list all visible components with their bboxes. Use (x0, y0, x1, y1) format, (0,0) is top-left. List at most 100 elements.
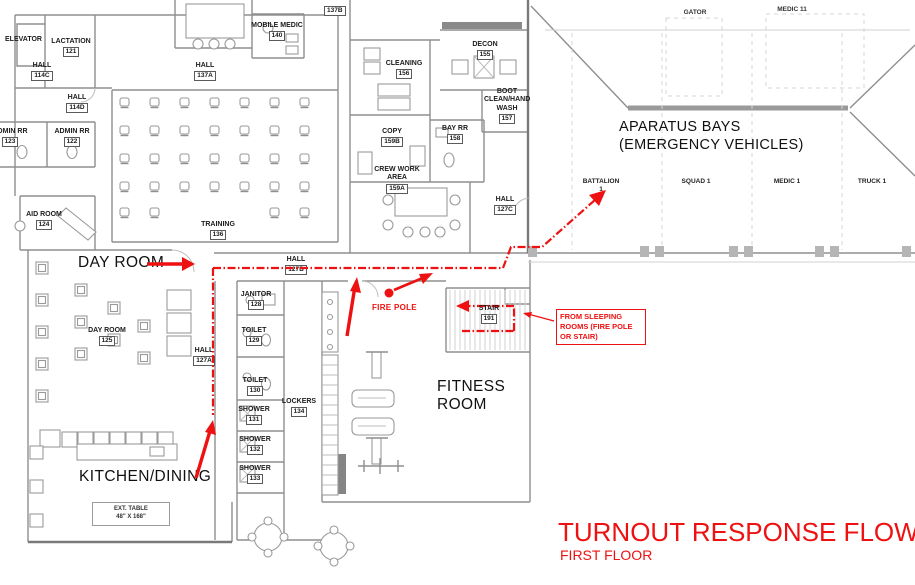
room-number: 114D (66, 103, 88, 114)
room-name: TOILET (241, 327, 267, 334)
room-label-janitor: JANITOR 128 (231, 291, 281, 311)
room-label-shower-133: SHOWER 133 (230, 465, 280, 485)
room-label-cleaning: CLEANING 156 (374, 60, 434, 80)
room-number: 125 (98, 336, 116, 347)
room-label-admin-rr-123: ADMIN RR 123 (0, 128, 38, 148)
room-number: 123 (1, 137, 19, 148)
room-name: LOCKERS (281, 398, 317, 405)
room-name: AID ROOM (26, 211, 62, 218)
room-name: ADMIN RR (0, 128, 28, 135)
room-label-hall-127a: HALL 127A (179, 347, 229, 367)
ext-table: EXT. TABLE 48" X 168" (92, 502, 170, 526)
ext-table-line1: EXT. TABLE (114, 506, 148, 513)
room-label-shower-132: SHOWER 132 (230, 436, 280, 456)
room-label-aid-room: AID ROOM 124 (19, 211, 69, 231)
bay-label-medic-1: MEDIC 1 (757, 178, 817, 186)
room-name: TRAINING (201, 221, 235, 228)
room-name: MOBILE MEDIC (251, 22, 303, 29)
bays-line1: APARATUS BAYS (619, 119, 741, 135)
day-room-arrowhead (182, 257, 195, 271)
stair-exit-arrowhead (456, 300, 469, 312)
room-label-hall-137a: HALL 137A (180, 62, 230, 82)
room-name: HALL (67, 94, 87, 101)
bay-unit: 1 (599, 186, 603, 194)
room-name: HALL (194, 347, 214, 354)
room-name: ELEVATOR (5, 36, 42, 43)
room-number: 137A (194, 71, 216, 82)
room-label-bay-rr: BAY RR 158 (430, 125, 480, 145)
room-number: 159A (386, 183, 408, 194)
room-label-toilet-129: TOILET 129 (229, 327, 279, 347)
note-leader-line (527, 313, 555, 322)
room-label-admin-rr-122: ADMIN RR 122 (44, 128, 100, 148)
room-number: 156 (395, 69, 413, 80)
bay-name: MEDIC 1 (773, 178, 801, 185)
room-label-lactation: LACTATION 121 (41, 38, 101, 58)
hall-tag-137b: 137B (324, 6, 346, 16)
room-number: 134 (290, 407, 308, 418)
room-name: SHOWER (238, 406, 270, 413)
room-name: COPY (382, 128, 402, 135)
room-number: 122 (63, 137, 81, 148)
room-number: 114C (31, 71, 53, 82)
page-title: TURNOUT RESPONSE FLOW (558, 517, 915, 547)
battalion-arrowhead (589, 190, 606, 206)
room-label-shower-131: SHOWER 131 (229, 406, 279, 426)
page-subtitle: FIRST FLOOR (560, 547, 653, 563)
sleeping-rooms-note: FROM SLEEPING ROOMS (FIRE POLE OR STAIR) (556, 309, 646, 346)
room-label-day-room-125: DAY ROOM 125 (82, 327, 132, 347)
bays-line2: (EMERGENCY VEHICLES) (619, 137, 804, 154)
room-label-elevator: ELEVATOR (0, 36, 61, 44)
room-label-hall-114c: HALL 114C (17, 62, 67, 82)
room-name: BAY RR (441, 125, 469, 132)
room-number: 140 (268, 31, 286, 42)
room-name: SHOWER (239, 436, 271, 443)
room-number: 191 (480, 314, 498, 325)
kitchen-arrow (194, 430, 212, 479)
room-name: JANITOR (240, 291, 272, 298)
room-name: ADMIN RR (54, 128, 90, 135)
fire-pole-arrowhead (419, 273, 433, 284)
room-label-lockers: LOCKERS 134 (274, 398, 324, 418)
room-label-boot-wash: BOOT CLEAN/HAND WASH 157 (484, 88, 530, 125)
day-room-label: DAY ROOM (78, 254, 165, 271)
vehicle-label-medic-11: MEDIC 11 (777, 6, 807, 13)
room-label-hall-114d: HALL 114D (52, 94, 102, 114)
flow-path (211, 198, 597, 415)
room-name: CLEANING (385, 60, 423, 67)
bay-label-squad-1: SQUAD 1 (666, 178, 726, 186)
room-number: 159B (381, 137, 403, 148)
fitness-room-label: FITNESS ROOM (437, 378, 505, 414)
room-name: SHOWER (239, 465, 271, 472)
note-leader-arrowhead (523, 312, 532, 318)
room-number: 136 (209, 230, 227, 241)
fire-pole-dot (384, 288, 394, 298)
hall-arrowhead (350, 277, 361, 293)
room-name: CREW WORK AREA (374, 166, 420, 182)
hall-arrow (345, 285, 357, 337)
bay-label-truck-1: TRUCK 1 (842, 178, 902, 186)
ext-table-line2: 48" X 168" (116, 514, 146, 520)
room-label-crew-work-area: CREW WORK AREA 159A (367, 166, 427, 194)
vehicle-label-gator: GATOR (683, 9, 707, 16)
room-number: 127C (494, 205, 516, 216)
room-number: 133 (246, 474, 264, 485)
room-number: 129 (245, 336, 263, 347)
room-label-copy: COPY 159B (367, 128, 417, 148)
room-name: HALL (286, 256, 306, 263)
room-number: 131 (245, 415, 263, 426)
room-number: 121 (62, 47, 80, 58)
bay-name: TRUCK 1 (857, 178, 887, 185)
fitness-line2: ROOM (437, 396, 487, 413)
room-number: 155 (476, 50, 494, 61)
room-number: 132 (246, 445, 264, 456)
room-number: 157 (498, 114, 516, 125)
room-number: 158 (446, 134, 464, 145)
bay-name: BATTALION (582, 178, 620, 185)
room-name: HALL (195, 62, 215, 69)
fire-pole-arrow (393, 275, 426, 292)
room-number: 128 (247, 300, 265, 311)
bay-label-battalion-1: BATTALION 1 (571, 178, 631, 195)
